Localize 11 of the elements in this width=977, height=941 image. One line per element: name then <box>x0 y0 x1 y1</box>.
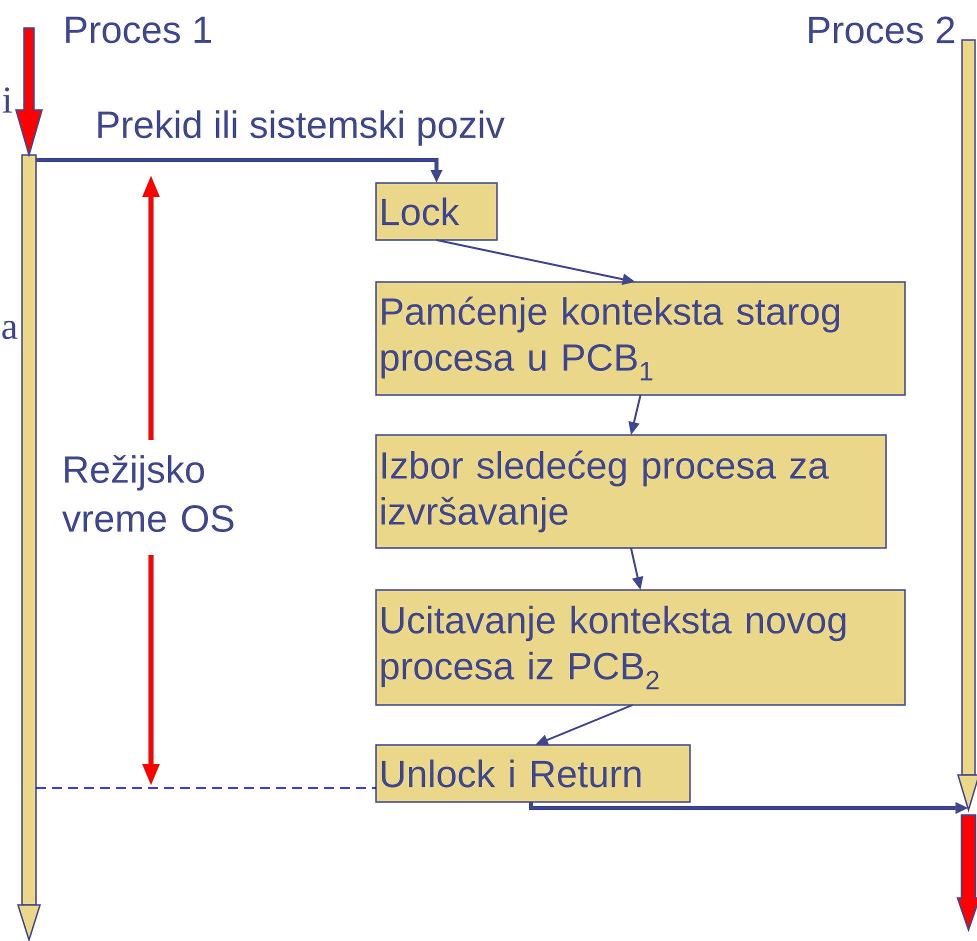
dashed-line <box>36 787 376 789</box>
process-box: Izbor sledećeg procesa za izvršavanje <box>375 434 887 549</box>
edge-label: Prekid ili sistemski poziv <box>93 108 507 148</box>
block-arrow <box>956 814 977 932</box>
side-label: i <box>2 87 12 113</box>
process-heading: Proces 2 <box>809 16 954 44</box>
process-box: Lock <box>375 182 498 241</box>
process-box: Pamćenje konteksta starog procesa u PCB$_{1}$ <box>375 281 906 396</box>
process-box: Unlock i Return <box>375 744 691 803</box>
process-heading: Proces 1 <box>66 16 212 44</box>
process-box: Ucitavanje konteksta novog procesa iz PCB$_{2}$ <box>375 589 906 706</box>
